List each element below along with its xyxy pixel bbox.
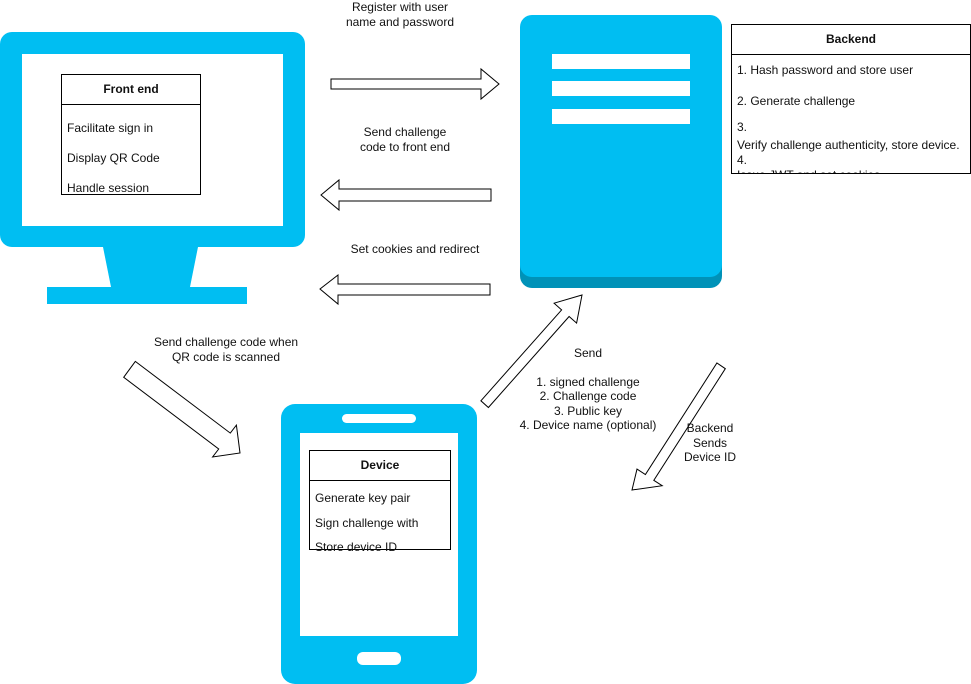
register-label-line-1: Register with user [351,0,449,14]
backend-items: 1. Hash password and store user 2. Genera… [732,55,970,173]
device-title: Device [310,451,450,481]
device-item: Sign challenge with [315,516,419,530]
device-send-item: 2. Challenge code [539,389,637,403]
frontend-title: Front end [62,75,200,105]
backend-item: Verify challenge authenticity, store dev… [737,138,960,152]
server-body [520,15,722,277]
backend-sends-line-1: Backend [686,421,734,435]
frontend-item: Handle session [67,181,150,195]
server-slot-1 [552,54,690,69]
device-send-item: 3. Public key [553,403,623,418]
scan-arrow [123,360,241,458]
register-label: Register with user name and password [330,0,470,29]
register-label-line-2: name and password [345,14,455,29]
send-challenge-arrow [320,178,492,212]
monitor-stand [47,287,247,304]
send-challenge-label-line-2: code to front end [359,139,451,154]
device-send-item: 4. Device name (optional) [519,418,657,432]
set-cookies-label-line-1: Set cookies and redirect [350,242,480,256]
backend-sends-line-3: Device ID [683,450,736,464]
backend-item: 3. [737,120,748,134]
set-cookies-label: Set cookies and redirect [335,242,495,257]
server-slot-3 [552,109,690,124]
server-icon [520,15,722,288]
device-item: Generate key pair [315,491,411,505]
frontend-card: Front end Facilitate sign in Display QR C… [61,74,201,195]
backend-item: Issue JWT and set cookies [737,168,970,173]
scan-label-line-1: Send challenge code when [153,335,299,349]
device-send-title: Send [573,346,603,360]
backend-sends-line-2: Sends [692,435,728,450]
phone-home-button [357,652,401,665]
device-item: Store device ID [315,540,398,554]
device-send-arrow [480,294,583,409]
backend-sends-arrow [631,362,726,491]
monitor-neck [103,247,198,287]
scan-label-line-2: QR code is scanned [171,349,281,364]
scan-label: Send challenge code when QR code is scan… [146,335,306,364]
register-arrow [330,67,500,101]
backend-item: 2. Generate challenge [737,94,856,108]
backend-title: Backend [732,25,970,55]
frontend-item: Facilitate sign in [67,121,154,135]
send-challenge-label-line-1: Send challenge [363,125,447,139]
backend-item: 1. Hash password and store user [737,63,914,77]
phone-speaker [342,414,416,423]
device-send-item: 1. signed challenge [536,374,640,389]
backend-card: Backend 1. Hash password and store user 2… [731,24,971,174]
send-challenge-label: Send challenge code to front end [335,125,475,154]
frontend-item: Display QR Code [67,151,160,165]
set-cookies-arrow [319,273,491,306]
backend-item: 4. [737,153,748,167]
backend-sends-label: Backend Sends Device ID [670,421,750,465]
server-slot-2 [552,81,690,96]
